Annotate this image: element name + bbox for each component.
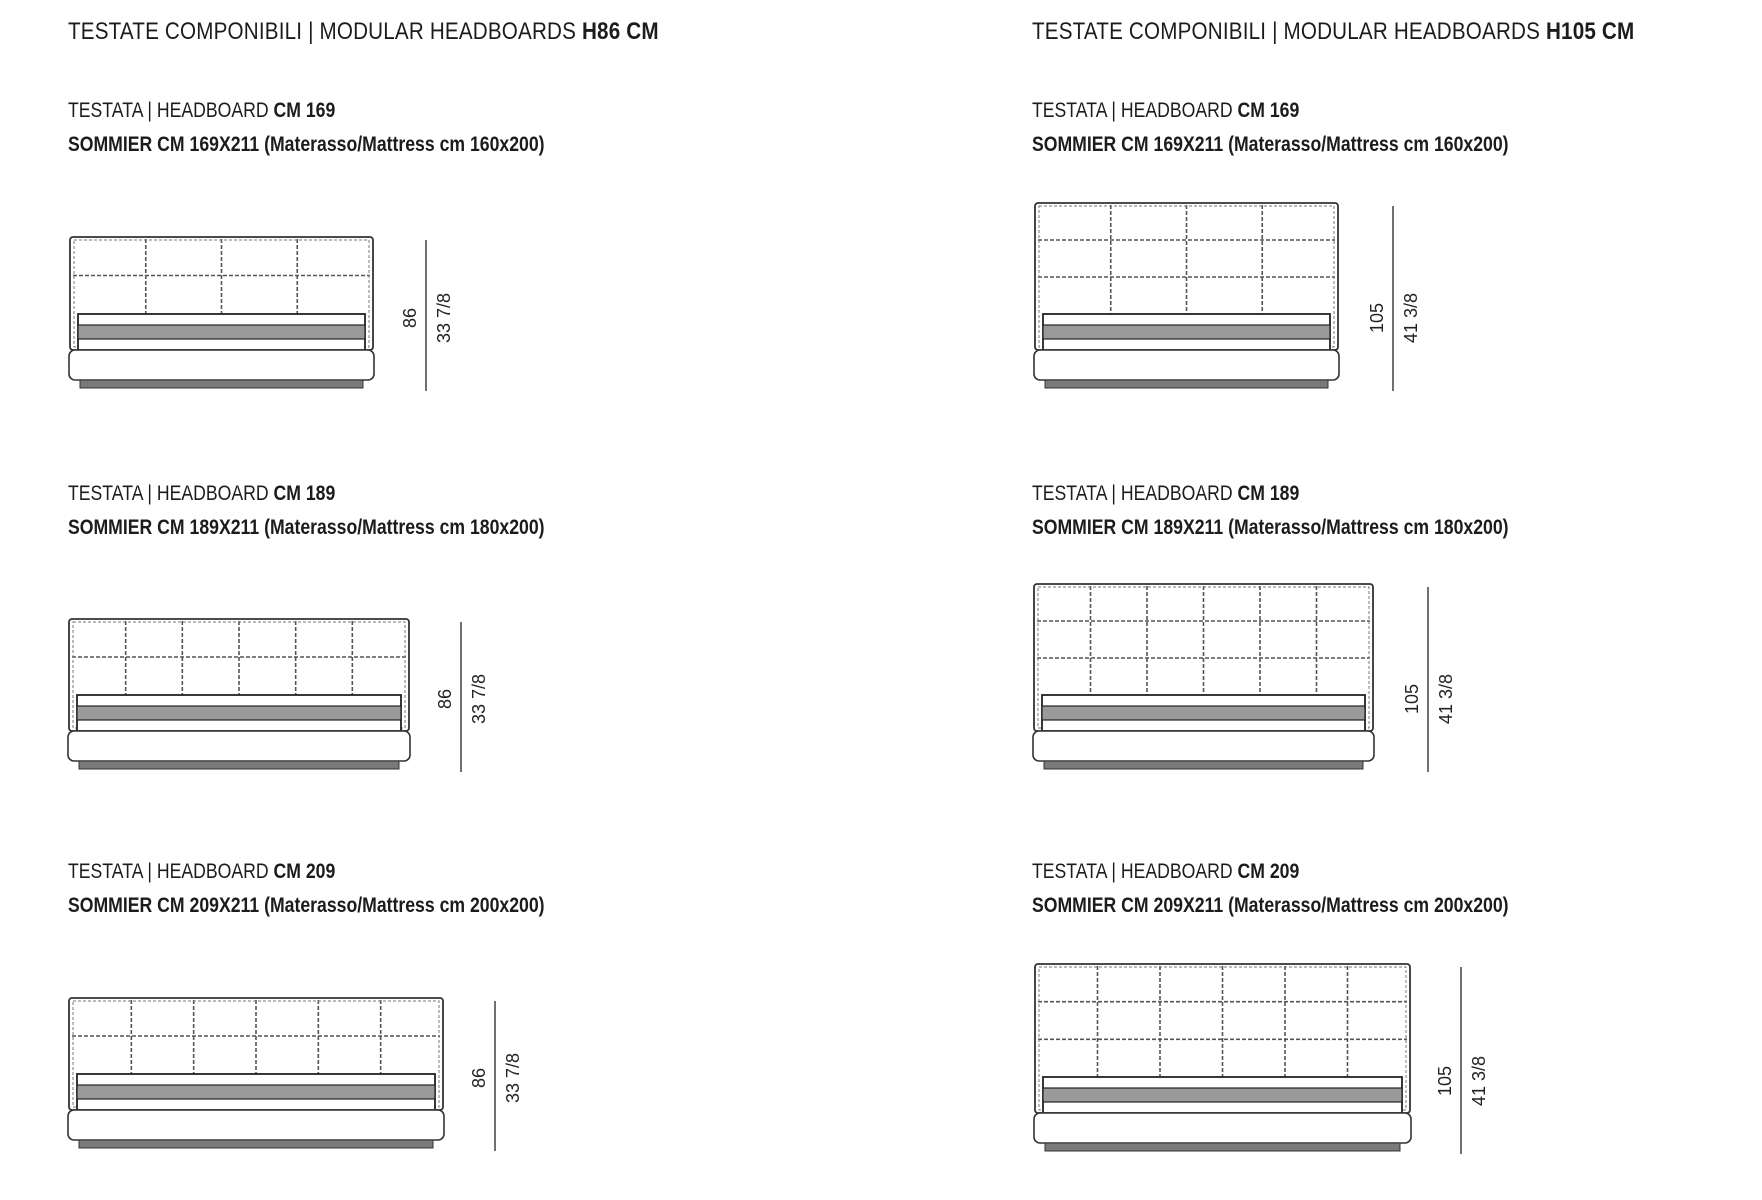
- height-cm-label: 105: [1435, 1066, 1455, 1096]
- headboard-stitching: [73, 239, 370, 348]
- sommier-label: SOMMIER CM 169X211: [1032, 133, 1224, 156]
- product-heading-h86-169: TESTATA | HEADBOARD CM 169 SOMMIER CM 16…: [68, 94, 545, 162]
- sommier: [1032, 730, 1375, 762]
- headboard-label: TESTATA | HEADBOARD: [68, 99, 269, 122]
- plinth: [1044, 379, 1329, 389]
- mattress-label: (Materasso/Mattress cm 160x200): [1228, 133, 1509, 156]
- headboard-label: TESTATA | HEADBOARD: [68, 482, 269, 505]
- headboard-size: CM 169: [273, 99, 336, 122]
- sommier: [67, 730, 411, 762]
- sommier-label: SOMMIER CM 209X211: [68, 894, 260, 917]
- height-inch-label: 41 3/8: [1469, 1056, 1489, 1106]
- headboard-size: CM 209: [273, 860, 336, 883]
- plinth: [1043, 760, 1364, 770]
- height-cm-label: 86: [400, 308, 420, 328]
- bed-drawing: 105 41 3/8: [1033, 963, 1489, 1154]
- height-inch-label: 33 7/8: [434, 293, 454, 343]
- section-title-h86: TESTATE COMPONIBILI | MODULAR HEADBOARDS…: [68, 18, 659, 46]
- sommier-label: SOMMIER CM 189X211: [68, 516, 260, 539]
- height-cm-label: 86: [469, 1068, 489, 1088]
- mattress-band: [76, 1084, 436, 1100]
- headboard-label: TESTATA | HEADBOARD: [1032, 99, 1233, 122]
- product-heading-h105-209: TESTATA | HEADBOARD CM 209 SOMMIER CM 20…: [1032, 855, 1509, 923]
- mattress-label: (Materasso/Mattress cm 180x200): [1228, 516, 1509, 539]
- plinth: [78, 760, 400, 770]
- product-heading-h105-169: TESTATA | HEADBOARD CM 169 SOMMIER CM 16…: [1032, 94, 1509, 162]
- sommier-label: SOMMIER CM 169X211: [68, 133, 260, 156]
- product-heading-h86-209: TESTATA | HEADBOARD CM 209 SOMMIER CM 20…: [68, 855, 545, 923]
- product-heading-h86-189: TESTATA | HEADBOARD CM 189 SOMMIER CM 18…: [68, 477, 545, 545]
- bed-drawing: 86 33 7/8: [68, 236, 454, 391]
- headboard-size: CM 209: [1237, 860, 1300, 883]
- headboard-label: TESTATA | HEADBOARD: [1032, 482, 1233, 505]
- bed-drawing: 105 41 3/8: [1032, 583, 1456, 772]
- headboard-size: CM 189: [1237, 482, 1300, 505]
- sommier: [67, 1109, 445, 1141]
- mattress-label: (Materasso/Mattress cm 160x200): [264, 133, 545, 156]
- height-inch-label: 33 7/8: [469, 674, 489, 724]
- section-title-text: TESTATE COMPONIBILI | MODULAR HEADBOARDS: [1032, 18, 1541, 45]
- bed-drawing: 105 41 3/8: [1033, 202, 1421, 391]
- height-cm-label: 105: [1402, 684, 1422, 714]
- mattress-band: [76, 705, 402, 721]
- mattress-band: [77, 324, 366, 340]
- plinth: [1044, 1142, 1401, 1152]
- mattress-label: (Materasso/Mattress cm 180x200): [264, 516, 545, 539]
- sommier: [1033, 1112, 1412, 1144]
- headboard-stitching: [1038, 205, 1335, 348]
- bed-drawing: 86 33 7/8: [67, 618, 489, 772]
- mattress-label: (Materasso/Mattress cm 200x200): [1228, 894, 1509, 917]
- headboard-size: CM 169: [1237, 99, 1300, 122]
- section-title-height: H86 CM: [581, 18, 659, 45]
- headboard-size: CM 189: [273, 482, 336, 505]
- height-inch-label: 41 3/8: [1401, 293, 1421, 343]
- section-title-height: H105 CM: [1545, 18, 1635, 45]
- headboard-label: TESTATA | HEADBOARD: [68, 860, 269, 883]
- mattress-band: [1041, 705, 1366, 721]
- bed-drawing: 86 33 7/8: [67, 997, 523, 1151]
- plinth: [79, 379, 364, 389]
- height-cm-label: 105: [1367, 303, 1387, 333]
- section-title-h105: TESTATE COMPONIBILI | MODULAR HEADBOARDS…: [1032, 18, 1634, 46]
- mattress-band: [1042, 1087, 1403, 1103]
- sommier-label: SOMMIER CM 209X211: [1032, 894, 1224, 917]
- product-heading-h105-189: TESTATA | HEADBOARD CM 189 SOMMIER CM 18…: [1032, 477, 1509, 545]
- height-inch-label: 33 7/8: [503, 1053, 523, 1103]
- section-title-text: TESTATE COMPONIBILI | MODULAR HEADBOARDS: [68, 18, 577, 45]
- mattress-band: [1042, 324, 1331, 340]
- sommier: [68, 349, 375, 381]
- headboard-label: TESTATA | HEADBOARD: [1032, 860, 1233, 883]
- sommier-label: SOMMIER CM 189X211: [1032, 516, 1224, 539]
- height-inch-label: 41 3/8: [1436, 674, 1456, 724]
- height-cm-label: 86: [435, 689, 455, 709]
- mattress-label: (Materasso/Mattress cm 200x200): [264, 894, 545, 917]
- sommier: [1033, 349, 1340, 381]
- headboard-stitching: [72, 621, 406, 729]
- plinth: [78, 1139, 434, 1149]
